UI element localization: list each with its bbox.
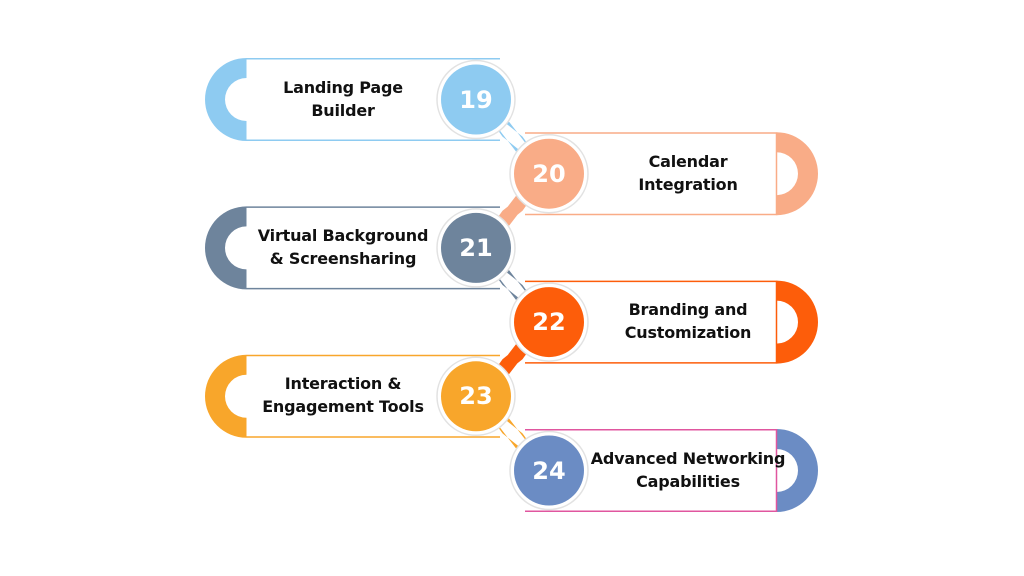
step-item-21 (204, 206, 500, 290)
label-line-1: Calendar (648, 151, 728, 171)
pill-outline (525, 280, 778, 364)
label-line-2: Integration (638, 174, 738, 194)
pill-cap (776, 280, 818, 364)
step-number: 22 (532, 308, 566, 337)
step-item-19 (205, 58, 500, 141)
step-number: 23 (459, 382, 493, 411)
label-line-1: Branding and (628, 300, 748, 320)
pill-outline (246, 206, 500, 290)
step-item-24 (525, 429, 818, 512)
step-number: 24 (532, 456, 566, 485)
number-badge-22 (509, 282, 589, 362)
step-label: Interaction & Engagement Tools (233, 372, 453, 418)
step-number: 19 (459, 85, 493, 114)
label-line-2: & Screensharing (269, 248, 417, 268)
pill-cap (776, 429, 818, 512)
pill-outline (525, 132, 778, 216)
step-number: 21 (459, 233, 493, 262)
label-line-1: Interaction & (284, 374, 402, 394)
pill-outline (525, 429, 778, 512)
number-badge-20 (509, 133, 589, 214)
number-badge-23 (436, 356, 516, 437)
pill-cap (205, 58, 247, 141)
label-line-1: Virtual Background (257, 225, 429, 245)
label-line-2: Builder (311, 100, 375, 120)
label-line-2: Customization (624, 323, 752, 343)
pill-outline (246, 58, 500, 141)
number-badge-19 (436, 59, 516, 140)
step-item-23 (204, 354, 500, 438)
step-item-22 (525, 280, 818, 364)
label-line-1: Advanced Networking (590, 448, 786, 468)
label-line-2: Capabilities (636, 471, 740, 491)
pill-cap (204, 206, 247, 290)
label-line-2: Engagement Tools (262, 397, 424, 417)
number-badge-21 (436, 208, 516, 288)
step-item-20 (525, 132, 818, 216)
step-label: Virtual Background & Screensharing (233, 224, 453, 270)
number-badge-24 (509, 430, 589, 511)
pill-cap (204, 354, 247, 438)
label-line-1: Landing Page (283, 77, 403, 97)
pill-outline (246, 354, 500, 438)
step-number: 20 (532, 159, 566, 188)
pill-cap (776, 132, 818, 216)
